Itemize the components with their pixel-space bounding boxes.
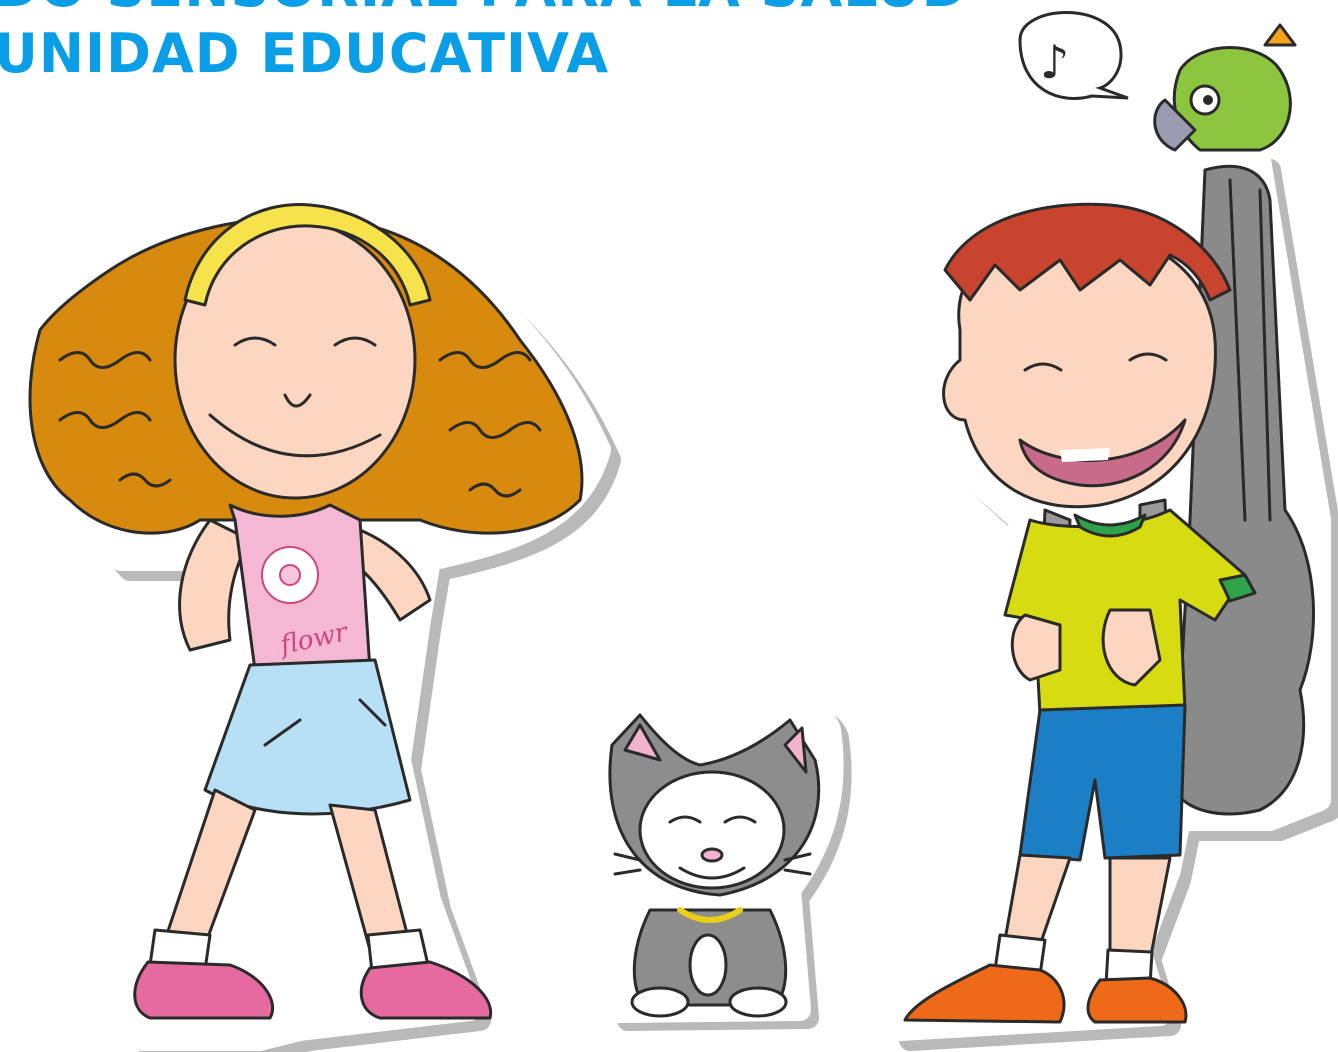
girl-character: flowr	[28, 202, 621, 1052]
music-note-icon: ♪	[1040, 35, 1069, 89]
boy-hair	[943, 202, 1232, 302]
girl-headband	[183, 202, 432, 307]
cat-collar	[677, 907, 743, 923]
boy-shorts	[1018, 703, 1187, 862]
speech-bubble-icon: ♪	[1018, 11, 1129, 100]
boy-shoe-left	[903, 963, 1066, 1024]
boy-shoe-right	[1086, 976, 1188, 1024]
boy-character	[889, 23, 1338, 1051]
girl-shoe-right	[359, 960, 493, 1020]
girl-shoe-left	[133, 960, 275, 1020]
cat-character	[588, 695, 852, 1031]
flower-icon	[261, 546, 319, 604]
parrot	[1153, 23, 1297, 152]
page-title: UNIDAD EDUCATIVA	[0, 22, 610, 85]
page-title-top: DO SENSORIAL PARA LA SALUD	[0, 0, 967, 19]
